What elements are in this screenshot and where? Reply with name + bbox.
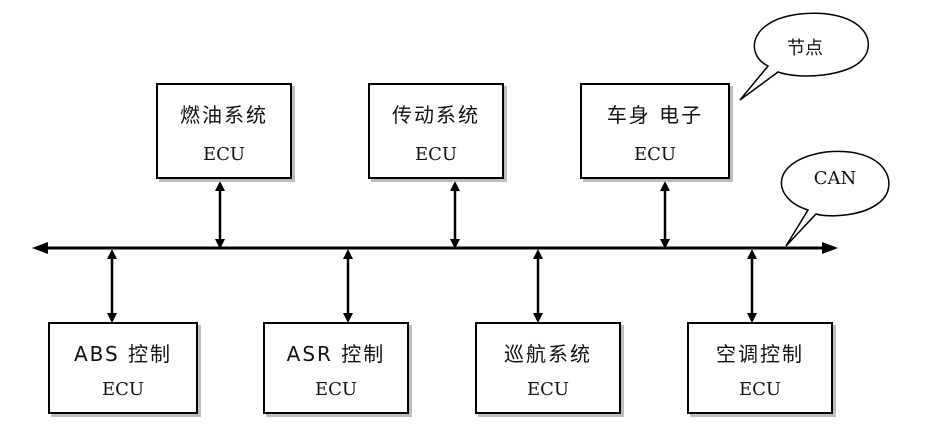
node-name: 燃油系统 bbox=[180, 103, 268, 127]
node-box-cruise-system: 巡航系统 ECU bbox=[475, 322, 621, 414]
node-box-abs-control: ABS 控制 ECU bbox=[48, 322, 198, 414]
node-callout-label: 节点 bbox=[787, 38, 823, 59]
node-name: 空调控制 bbox=[716, 342, 804, 366]
node-box-asr-control: ASR 控制 ECU bbox=[263, 322, 409, 414]
node-box-body-electronics: 车身 电子 ECU bbox=[580, 83, 730, 179]
node-ecu-label: ECU bbox=[202, 144, 246, 165]
node-ecu-label: ECU bbox=[526, 379, 570, 400]
node-ecu-label: ECU bbox=[633, 144, 677, 165]
node-ecu-label: ECU bbox=[101, 379, 145, 400]
node-ecu-label: ECU bbox=[314, 379, 358, 400]
can-callout-bubble bbox=[780, 150, 890, 247]
node-box-ac-control: 空调控制 ECU bbox=[687, 322, 833, 414]
node-name: ABS 控制 bbox=[73, 342, 173, 366]
node-box-transmission: 传动系统 ECU bbox=[368, 83, 504, 179]
node-ecu-label: ECU bbox=[738, 379, 782, 400]
node-name: 车身 电子 bbox=[606, 103, 704, 127]
node-callout-bubble bbox=[739, 12, 870, 101]
node-name: 传动系统 bbox=[392, 103, 480, 127]
node-box-fuel-system: 燃油系统 ECU bbox=[156, 83, 292, 179]
can-callout-label: CAN bbox=[813, 168, 857, 189]
node-name: ASR 控制 bbox=[286, 342, 386, 366]
node-name: 巡航系统 bbox=[504, 342, 592, 366]
node-ecu-label: ECU bbox=[414, 144, 458, 165]
